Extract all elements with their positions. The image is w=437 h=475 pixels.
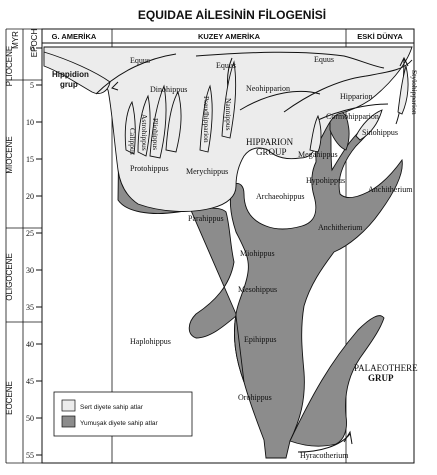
label-protohippus: Protohippus — [130, 164, 169, 173]
axis-unit-label: MYR — [11, 31, 20, 49]
axis-ticks — [36, 47, 42, 456]
label-epihippus: Epihippus — [244, 335, 276, 344]
label-hyracotherium: Hyracotherium — [300, 451, 349, 460]
frame — [41, 28, 415, 464]
tick-label: 40 — [26, 340, 34, 349]
lineage-megahippus — [309, 114, 322, 153]
tick-label: 15 — [26, 155, 34, 164]
label-cormohipparion: Cormohipparion — [326, 112, 379, 121]
lineage-nannippus — [221, 60, 237, 139]
palaeothere-branch — [289, 315, 385, 447]
label-pseudhipparion: Pseudhipparion — [202, 96, 211, 143]
branch-line — [283, 59, 413, 113]
label-equus-2: Equus — [216, 61, 236, 70]
legend-label-browsers: Yumuşak diyete sahip atlar — [80, 420, 159, 427]
arrow — [111, 81, 119, 91]
axis-tick-labels: 0 5 10 15 20 25 30 35 40 45 50 55 — [26, 44, 34, 460]
label-astrohippus: Astrohippus — [140, 114, 149, 151]
label-parahippus: Parahippus — [188, 214, 224, 223]
label-equus-3: Equus — [314, 55, 334, 64]
branch-line — [95, 53, 177, 95]
label-anchitherium-2: Anchitherium — [318, 223, 363, 232]
label-nannippus: Nannippus — [224, 98, 233, 131]
axis-epoch-label: EPOCH — [30, 29, 39, 58]
epoch-label-oligocene: OLIGOCENE — [5, 253, 14, 301]
label-calippus: Calippus — [128, 128, 137, 155]
grazer-lineage-fingers — [124, 60, 409, 159]
legend-swatch-grazers — [61, 399, 76, 412]
taxon-labels-grazers: Hippidion grup Equus Equus Equus Dinohip… — [52, 55, 419, 176]
region-north-america: KUZEY AMERİKA — [198, 32, 261, 41]
epoch-label-pliocene: PLIOCENE — [5, 46, 14, 86]
tick-label: 35 — [26, 303, 34, 312]
label-sinohippus: Sinohippus — [362, 128, 398, 137]
label-miohippus: Miohippus — [240, 249, 275, 258]
label-hypohippus: Hypohippus — [306, 176, 345, 185]
lineage-sinohippus — [355, 109, 383, 141]
label-palaeothere-2: GRUP — [368, 373, 394, 383]
diagram-title: EQUIDAE AİLESİNİN FİLOGENİSİ — [138, 7, 326, 22]
label-mesohippus: Mesohippus — [238, 285, 277, 294]
branch-line — [195, 51, 385, 69]
branch-line — [239, 90, 321, 111]
label-neohipparion: Neohipparion — [246, 84, 290, 93]
branch-line — [317, 103, 389, 121]
taxon-labels-browsers: Hypohippus Anchitherium Archaeohippus An… — [130, 176, 418, 460]
label-hipparion: Hipparion — [340, 92, 372, 101]
label-anchitherium-1: Anchitherium — [368, 185, 413, 194]
label-archaeohippus: Archaeohippus — [256, 192, 304, 201]
epoch-label-eocene: EOCENE — [5, 381, 14, 415]
lineage-astrohippus — [137, 94, 151, 157]
tick-label: 30 — [26, 266, 34, 275]
legend-label-grazers: Sert diyete sahip atlar — [80, 404, 144, 411]
lineage-dinohippus — [165, 90, 182, 153]
label-hippidion: Hippidion — [52, 70, 89, 79]
legend-swatch-browsers — [61, 415, 76, 428]
tick-label: 10 — [26, 118, 34, 127]
tick-label: 20 — [26, 192, 34, 201]
region-old-world: ESKİ DÜNYA — [357, 32, 403, 41]
arrow-marks — [111, 56, 409, 453]
legend-box — [53, 391, 193, 437]
lineage-pliohippus — [149, 84, 167, 159]
label-orohippus: Orohippus — [238, 393, 272, 402]
tick-label: 0 — [30, 44, 34, 53]
lineage-calippus — [124, 100, 136, 155]
label-hipparion-group-2: GROUP — [256, 147, 287, 157]
tick-label: 55 — [26, 451, 34, 460]
label-equus-1: Equus — [130, 56, 150, 65]
tick-label: 25 — [26, 229, 34, 238]
lineage-pseudhipparion — [199, 84, 213, 153]
label-palaeothere-1: PALAEOTHERE — [354, 363, 418, 373]
label-pliohippus: Pliohippus — [151, 118, 160, 150]
tick-label: 45 — [26, 377, 34, 386]
label-haplohippus: Haplohippus — [130, 337, 171, 346]
arrow — [399, 56, 409, 67]
tick-label: 50 — [26, 414, 34, 423]
label-stylohipparion: Stylohipparion — [410, 70, 419, 115]
legend: Sert diyete sahip atlar Yumuşak diyete s… — [53, 391, 193, 437]
region-south-america: G. AMERİKA — [52, 32, 97, 41]
label-merychippus: Merychippus — [186, 167, 228, 176]
label-hipparion-group-1: HIPPARION — [246, 137, 294, 147]
hippidion-lobe — [43, 51, 111, 94]
label-hippidion-grup: grup — [60, 80, 78, 89]
epoch-label-miocene: MIOCENE — [5, 136, 14, 173]
label-dinohippus: Dinohippus — [150, 85, 187, 94]
lineage-stylohipparion — [397, 65, 409, 115]
arrow — [297, 433, 351, 453]
label-megahippus: Megahippus — [298, 150, 338, 159]
tick-label: 5 — [30, 81, 34, 90]
